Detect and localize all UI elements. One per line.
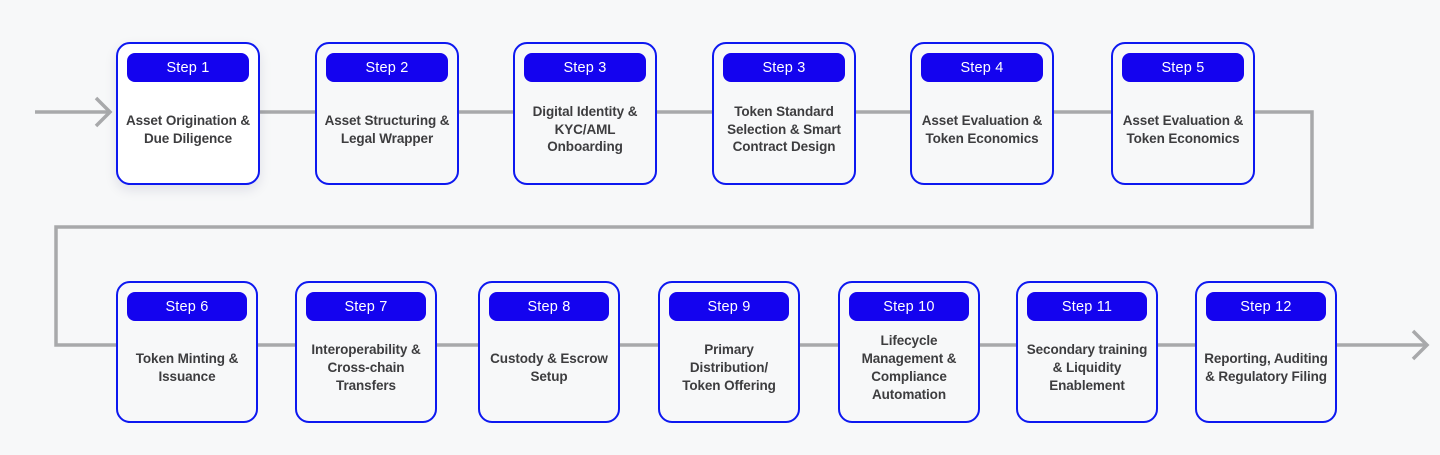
step-badge: Step 11 xyxy=(1027,292,1147,321)
flow-end-arrowhead-icon xyxy=(1411,329,1430,361)
step-title: Secondary training & Liquidity Enablemen… xyxy=(1026,342,1148,393)
step-card-6: Step 6 Token Minting & Issuance xyxy=(116,281,258,423)
step-title: Asset Structuring & Legal Wrapper xyxy=(324,112,450,146)
step-card-10: Step 10 Lifecycle Management & Complianc… xyxy=(838,281,980,423)
step-badge: Step 7 xyxy=(306,292,426,321)
step-badge: Step 1 xyxy=(127,53,249,82)
step-badge: Step 3 xyxy=(524,53,646,82)
step-title: Asset Origination & Due Diligence xyxy=(125,112,251,146)
step-title: Primary Distribution/ Token Offering xyxy=(682,342,776,393)
step-card-11: Step 11 Secondary training & Liquidity E… xyxy=(1016,281,1158,423)
step-title: Reporting, Auditing & Regulatory Filing xyxy=(1204,351,1328,384)
step-badge: Step 5 xyxy=(1122,53,1244,82)
step-badge: Step 6 xyxy=(127,292,247,321)
step-title: Token Minting & Issuance xyxy=(135,351,239,384)
step-title: Asset Evaluation & Token Economics xyxy=(1122,112,1244,146)
step-card-3a: Step 3 Digital Identity & KYC/AML Onboar… xyxy=(513,42,657,185)
step-card-3b: Step 3 Token Standard Selection & Smart … xyxy=(712,42,856,185)
step-title: Lifecycle Management & Compliance Automa… xyxy=(861,333,957,402)
step-card-8: Step 8 Custody & Escrow Setup xyxy=(478,281,620,423)
step-title: Custody & Escrow Setup xyxy=(490,351,608,384)
flow-start-arrowhead-icon xyxy=(94,96,113,128)
step-title: Interoperability & Cross-chain Transfers xyxy=(311,342,421,393)
step-card-4: Step 4 Asset Evaluation & Token Economic… xyxy=(910,42,1054,185)
step-badge: Step 4 xyxy=(921,53,1043,82)
step-card-2: Step 2 Asset Structuring & Legal Wrapper xyxy=(315,42,459,185)
step-title: Asset Evaluation & Token Economics xyxy=(921,112,1043,146)
step-title: Digital Identity & KYC/AML Onboarding xyxy=(532,103,638,155)
step-badge: Step 10 xyxy=(849,292,969,321)
step-title: Token Standard Selection & Smart Contrac… xyxy=(727,103,841,155)
step-card-7: Step 7 Interoperability & Cross-chain Tr… xyxy=(295,281,437,423)
step-card-12: Step 12 Reporting, Auditing & Regulatory… xyxy=(1195,281,1337,423)
step-card-9: Step 9 Primary Distribution/ Token Offer… xyxy=(658,281,800,423)
step-badge: Step 9 xyxy=(669,292,789,321)
step-badge: Step 3 xyxy=(723,53,845,82)
step-badge: Step 12 xyxy=(1206,292,1326,321)
step-card-1: Step 1 Asset Origination & Due Diligence xyxy=(116,42,260,185)
step-card-5: Step 5 Asset Evaluation & Token Economic… xyxy=(1111,42,1255,185)
step-badge: Step 2 xyxy=(326,53,448,82)
step-badge: Step 8 xyxy=(489,292,609,321)
